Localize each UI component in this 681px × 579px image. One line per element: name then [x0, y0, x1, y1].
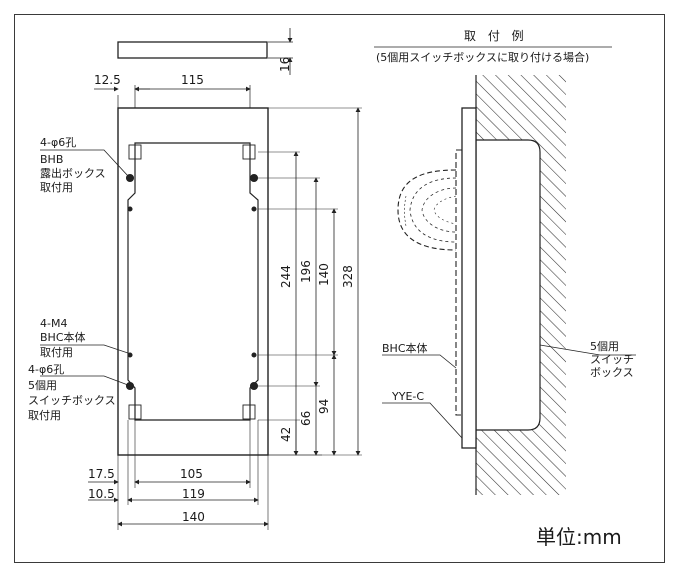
switch-hole — [125, 381, 135, 391]
switch-hole — [249, 381, 259, 391]
dim-119: 119 — [182, 487, 205, 501]
label-switch-side: スイッチ — [590, 353, 634, 366]
dim-115: 115 — [181, 73, 204, 87]
dim-94: 94 — [317, 399, 331, 414]
m4-hole — [127, 206, 133, 212]
m4-hole — [251, 352, 257, 358]
side-view-text: 取 付 例 (5個用スイッチボックスに取り付ける場合) BHC本体 YYE-C … — [376, 29, 634, 403]
label-5gang-side: 5個用 — [590, 340, 619, 353]
front-view-text: 16 12.5 115 244 196 140 328 94 66 42 17.… — [28, 57, 355, 524]
unit-label: 単位:mm — [536, 525, 622, 549]
label-bhc-mount: 取付用 — [40, 346, 73, 359]
bhb-hole — [125, 173, 135, 183]
dim-16: 16 — [278, 57, 292, 72]
label-switch-box: スイッチボックス — [28, 394, 116, 407]
mounting-example-title: 取 付 例 — [464, 29, 528, 43]
label-5gang: 5個用 — [28, 379, 57, 392]
switch-box — [475, 139, 541, 431]
label-yye-c: YYE-C — [391, 390, 424, 403]
dim-140-bottom: 140 — [182, 510, 205, 524]
label-m4: 4-M4 — [40, 317, 67, 330]
label-bhc-body-side: BHC本体 — [382, 341, 428, 355]
dim-196: 196 — [299, 260, 313, 283]
label-exposed-box: 露出ボックス — [40, 166, 106, 180]
label-switch-holes: 4-φ6孔 — [28, 363, 64, 376]
mount-plate — [461, 107, 477, 449]
label-bhb-mount: 取付用 — [40, 181, 73, 194]
label-bhb: BHB — [40, 153, 63, 166]
dim-12-5: 12.5 — [94, 73, 121, 87]
dim-244: 244 — [279, 265, 293, 288]
dim-42: 42 — [279, 427, 293, 442]
mounting-example-subtitle: (5個用スイッチボックスに取り付ける場合) — [376, 50, 589, 64]
dim-105: 105 — [180, 467, 203, 481]
front-view — [40, 28, 362, 530]
inner-opening — [127, 142, 259, 421]
m4-hole — [127, 352, 133, 358]
top-thickness-bar — [117, 41, 268, 59]
dim-10-5: 10.5 — [88, 487, 115, 501]
dim-17-5: 17.5 — [88, 467, 115, 481]
dim-328: 328 — [341, 265, 355, 288]
label-bhb-holes: 4-φ6孔 — [40, 136, 76, 149]
dim-140: 140 — [317, 263, 331, 286]
label-box-side: ボックス — [590, 366, 634, 379]
label-bhc-body: BHC本体 — [40, 330, 86, 344]
bhc-dome — [397, 169, 457, 251]
side-view — [374, 46, 636, 495]
label-switch-mount: 取付用 — [28, 409, 61, 422]
dim-66: 66 — [299, 411, 313, 426]
m4-hole — [251, 206, 257, 212]
bhb-hole — [249, 173, 259, 183]
